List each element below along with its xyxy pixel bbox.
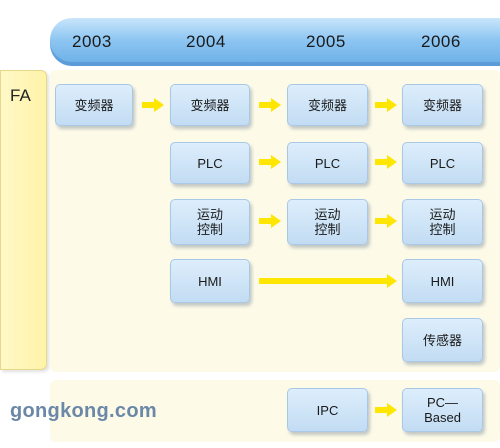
year-2006: 2006 — [421, 32, 461, 51]
box-2006-sensor: 传感器 — [402, 318, 483, 362]
year-2003: 2003 — [72, 32, 112, 51]
arrow-inverter-2004-2005 — [259, 98, 281, 112]
fa-category-panel — [0, 70, 47, 370]
box-2006-hmi: HMI — [402, 259, 483, 303]
fa-category-label: FA — [10, 86, 31, 105]
arrow-plc-2005-2006 — [375, 155, 397, 169]
box-2006-pc-based: PC— Based — [402, 388, 483, 432]
box-2004-plc: PLC — [170, 142, 250, 184]
arrow-inverter-2005-2006 — [375, 98, 397, 112]
box-2005-inverter: 变频器 — [287, 84, 368, 126]
arrow-motion-2005-2006 — [375, 214, 397, 228]
box-2005-ipc: IPC — [287, 388, 368, 432]
arrow-inverter-2003-2004 — [142, 98, 164, 112]
box-2006-inverter: 变频器 — [402, 84, 483, 126]
box-2006-motion-control: 运动 控制 — [402, 199, 483, 245]
box-2004-motion-control: 运动 控制 — [170, 199, 250, 245]
box-2005-plc: PLC — [287, 142, 368, 184]
box-2003-inverter: 变频器 — [55, 84, 133, 126]
arrow-motion-2004-2005 — [259, 214, 281, 228]
year-header-bar — [50, 18, 500, 66]
gongkong-watermark-logo: gongkong.com — [10, 400, 157, 422]
box-2006-plc: PLC — [402, 142, 483, 184]
box-2005-motion-control: 运动 控制 — [287, 199, 368, 245]
arrow-hmi-2004-2006 — [259, 274, 397, 288]
arrow-ipc-to-pc-based — [375, 403, 397, 417]
year-2005: 2005 — [306, 32, 346, 51]
year-2004: 2004 — [186, 32, 226, 51]
box-2004-inverter: 变频器 — [170, 84, 250, 126]
arrow-plc-2004-2005 — [259, 155, 281, 169]
box-2004-hmi: HMI — [170, 259, 250, 303]
